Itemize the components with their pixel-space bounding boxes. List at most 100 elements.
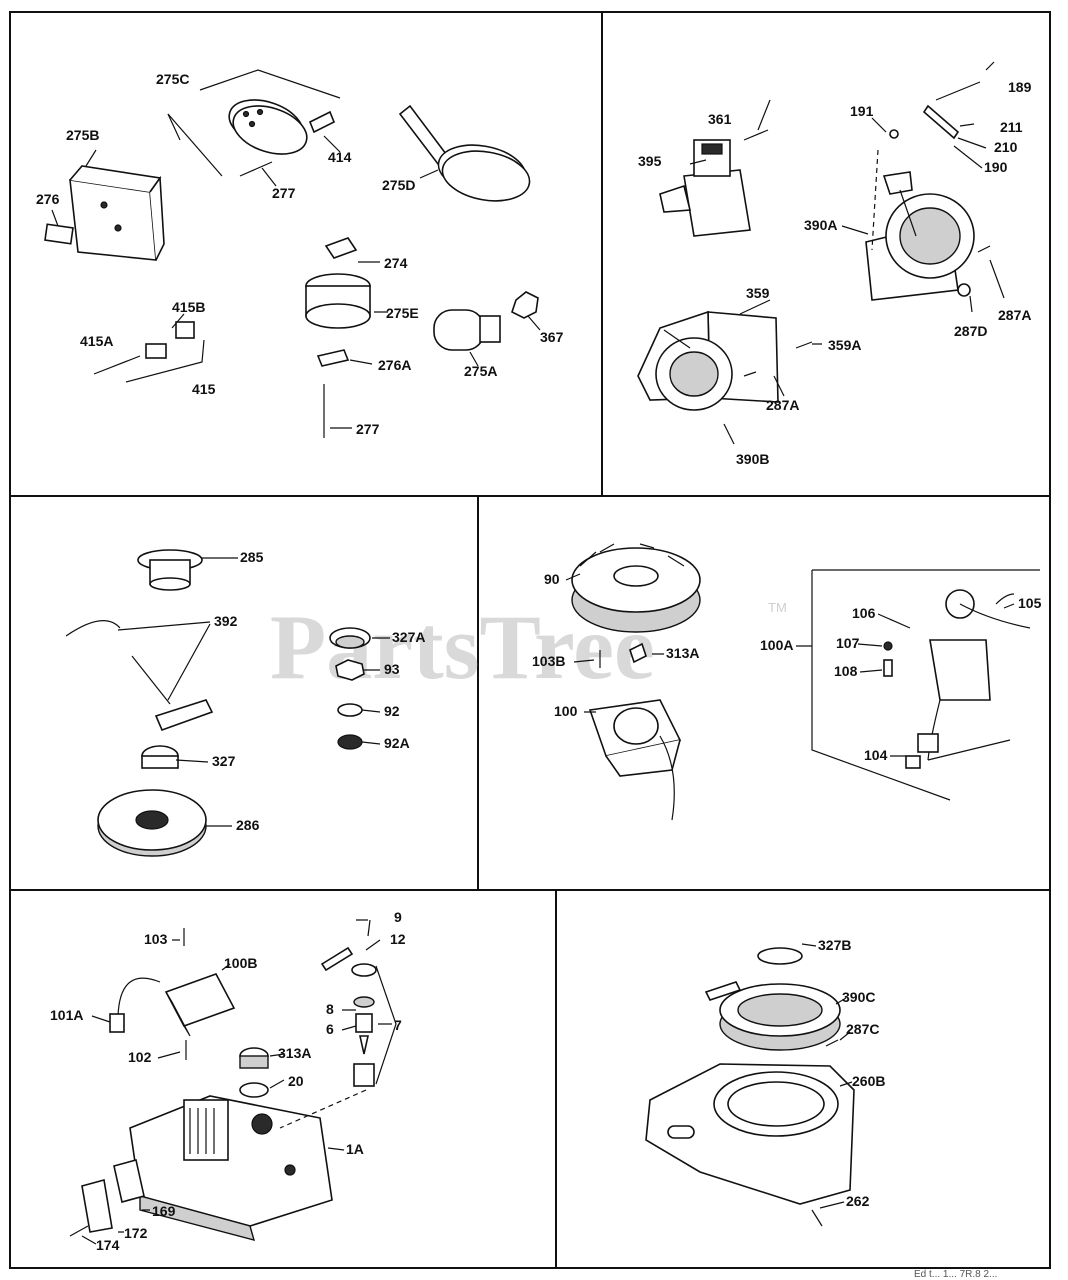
muffler-275e bbox=[305, 273, 371, 329]
screw-361 bbox=[743, 129, 769, 141]
label-12: 12 bbox=[390, 931, 406, 947]
label-287a-bottom: 287A bbox=[766, 397, 799, 413]
label-260b: 260B bbox=[852, 1073, 885, 1089]
gasket-274 bbox=[324, 237, 358, 259]
label-211: 211 bbox=[1000, 119, 1023, 135]
label-277-upper: 277 bbox=[272, 185, 296, 201]
label-93: 93 bbox=[384, 661, 400, 677]
label-361: 361 bbox=[708, 111, 732, 127]
label-275b: 275B bbox=[66, 127, 99, 143]
screw-415a bbox=[93, 355, 141, 375]
outer-frame bbox=[9, 11, 1051, 1269]
screw-287a-top bbox=[977, 245, 991, 253]
muffler-275c bbox=[228, 99, 308, 155]
starter-395 bbox=[659, 139, 751, 237]
deflector-414 bbox=[308, 110, 336, 134]
label-100: 100 bbox=[554, 703, 578, 719]
clip-313a-top bbox=[629, 642, 647, 664]
cap-327 bbox=[141, 745, 179, 769]
switch-104 bbox=[917, 733, 939, 753]
gasket-172 bbox=[81, 1178, 113, 1233]
clamp-415b bbox=[175, 321, 195, 339]
flywheel-90 bbox=[571, 543, 701, 633]
label-287a-top: 287A bbox=[998, 307, 1031, 323]
label-90: 90 bbox=[544, 571, 560, 587]
label-92a: 92A bbox=[384, 735, 410, 751]
label-101a: 101A bbox=[50, 1007, 83, 1023]
label-9: 9 bbox=[394, 909, 402, 925]
screw-277-upper bbox=[239, 161, 273, 177]
nut-93 bbox=[335, 659, 365, 681]
label-7: 7 bbox=[394, 1017, 402, 1033]
rope-392 bbox=[65, 620, 121, 637]
nut-367 bbox=[511, 291, 539, 319]
label-103: 103 bbox=[144, 931, 168, 947]
label-275e: 275E bbox=[386, 305, 419, 321]
label-274: 274 bbox=[384, 255, 408, 271]
muffler-275a bbox=[433, 309, 501, 351]
module-100 bbox=[588, 699, 682, 821]
label-415a: 415A bbox=[80, 333, 113, 349]
label-105: 105 bbox=[1018, 595, 1042, 611]
label-359: 359 bbox=[746, 285, 770, 301]
label-414: 414 bbox=[328, 149, 352, 165]
label-275c: 275C bbox=[156, 71, 189, 87]
cup-285 bbox=[137, 549, 203, 591]
washer-191 bbox=[889, 129, 899, 139]
spacer-287d bbox=[957, 283, 971, 297]
label-104: 104 bbox=[864, 747, 888, 763]
label-276a: 276A bbox=[378, 357, 411, 373]
clamp-415-part bbox=[145, 343, 167, 359]
label-102: 102 bbox=[128, 1049, 152, 1065]
footer-code: Ed t... 1... 7R.8 2... bbox=[914, 1269, 997, 1280]
seal-20 bbox=[239, 1082, 269, 1098]
wire-101a bbox=[117, 977, 161, 1017]
starter-390a bbox=[865, 171, 975, 301]
cap-101a bbox=[109, 1013, 125, 1033]
label-390c: 390C bbox=[842, 989, 875, 1005]
wire-105 bbox=[995, 593, 1015, 605]
label-395: 395 bbox=[638, 153, 662, 169]
callout-labels: 275C 275B 276 277 414 275D 274 275E 367 … bbox=[36, 71, 1042, 1253]
label-106: 106 bbox=[852, 605, 876, 621]
muffler-275b bbox=[69, 165, 165, 261]
screw-287c bbox=[825, 1039, 839, 1047]
label-286: 286 bbox=[236, 817, 260, 833]
part-107 bbox=[883, 641, 893, 651]
label-287d: 287D bbox=[954, 323, 987, 339]
label-390b: 390B bbox=[736, 451, 769, 467]
coil-100b bbox=[164, 973, 236, 1037]
lever-12 bbox=[320, 946, 354, 972]
label-275d: 275D bbox=[382, 177, 415, 193]
starter-390c bbox=[704, 981, 841, 1051]
label-313a-top: 313A bbox=[666, 645, 699, 661]
washer-92a bbox=[337, 734, 363, 750]
panel-cylinder bbox=[69, 919, 397, 1245]
panel-mufflers bbox=[44, 69, 541, 438]
label-92: 92 bbox=[384, 703, 400, 719]
label-100b: 100B bbox=[224, 955, 257, 971]
label-191: 191 bbox=[850, 103, 874, 119]
label-415: 415 bbox=[192, 381, 216, 397]
starter-390b bbox=[637, 310, 779, 411]
screw-189 bbox=[985, 61, 995, 71]
label-262: 262 bbox=[846, 1193, 870, 1209]
label-103b: 103B bbox=[532, 653, 565, 669]
bracket-276a bbox=[316, 349, 350, 367]
cup-286 bbox=[97, 789, 207, 857]
bearing-313a bbox=[239, 1047, 269, 1069]
label-327: 327 bbox=[212, 753, 236, 769]
label-415b: 415B bbox=[172, 299, 205, 315]
label-390a: 390A bbox=[804, 217, 837, 233]
part-7-bottom bbox=[353, 1063, 375, 1087]
label-6: 6 bbox=[326, 1021, 334, 1037]
label-327a: 327A bbox=[392, 629, 425, 645]
screw-174 bbox=[69, 1225, 89, 1237]
handle-392 bbox=[154, 699, 214, 732]
muffler-275d bbox=[398, 104, 531, 202]
housing-260b bbox=[645, 1063, 855, 1205]
label-285: 285 bbox=[240, 549, 264, 565]
label-1a: 1A bbox=[346, 1141, 364, 1157]
label-190: 190 bbox=[984, 159, 1008, 175]
